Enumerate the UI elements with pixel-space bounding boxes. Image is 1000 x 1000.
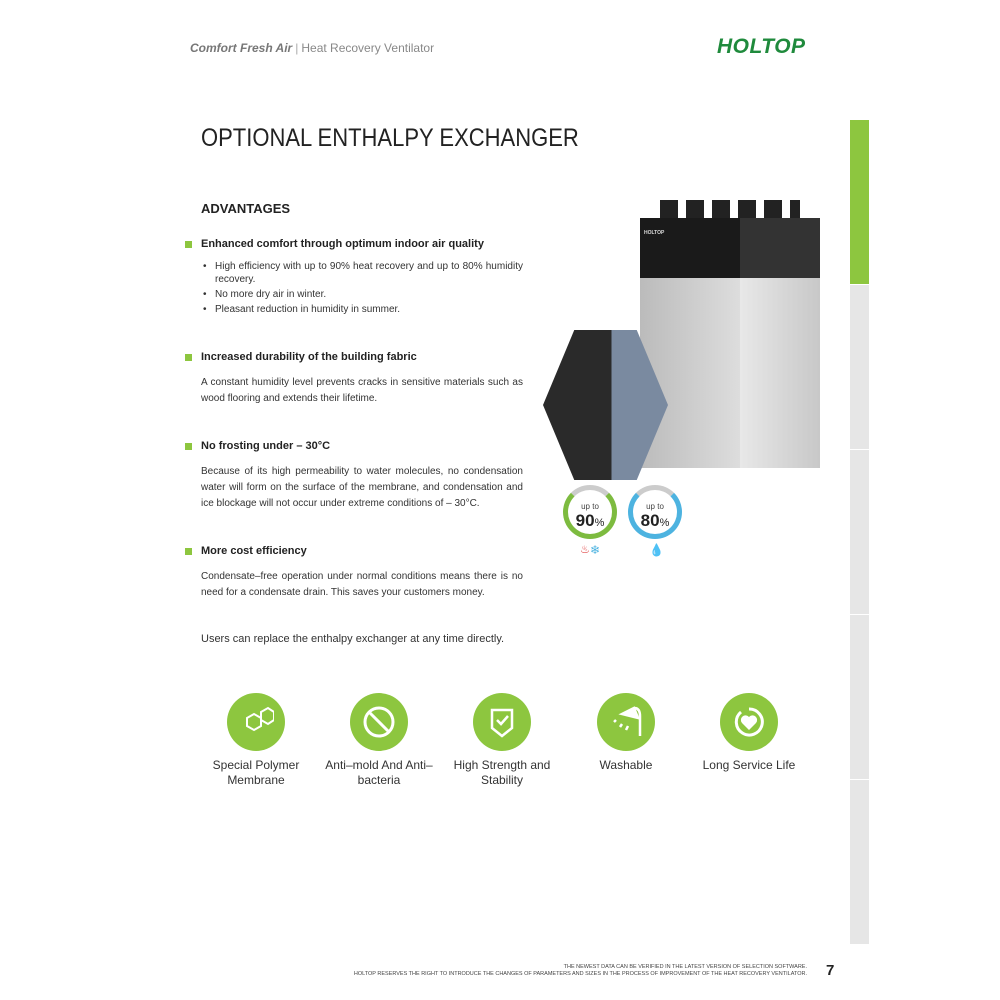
- advantages-heading: ADVANTAGES: [201, 201, 291, 216]
- section-comfort: Enhanced comfort through optimum indoor …: [185, 238, 530, 318]
- side-section-tabs: [850, 120, 869, 945]
- heart-cycle-icon: [720, 693, 778, 751]
- holtop-logo: HOLTOP: [717, 35, 806, 58]
- feature-strength: High Strength and Stability: [442, 693, 562, 788]
- badge-prefix: up to: [646, 502, 664, 511]
- bullet-square-icon: [185, 547, 192, 555]
- shield-check-icon: [473, 693, 531, 751]
- no-bacteria-icon: [350, 693, 408, 751]
- section-heading: Increased durability of the building fab…: [201, 351, 417, 363]
- feature-anti-mold: Anti–mold And Anti–bacteria: [319, 693, 439, 788]
- humidity-recovery-badge: up to 80%: [628, 485, 682, 539]
- section-text: Because of its high permeability to wate…: [201, 466, 523, 509]
- side-tab[interactable]: [850, 780, 869, 945]
- section-heading: Enhanced comfort through optimum indoor …: [201, 238, 484, 250]
- feature-washable: Washable: [566, 693, 686, 773]
- badge-value: 80: [640, 511, 660, 530]
- product-label: HOLTOP: [644, 230, 665, 236]
- side-tab[interactable]: [850, 285, 869, 450]
- flame-icon: ♨: [580, 544, 590, 556]
- feature-label: Anti–mold And Anti–bacteria: [325, 758, 433, 787]
- bullet-square-icon: [185, 240, 192, 248]
- section-text: A constant humidity level prevents crack…: [201, 377, 523, 404]
- page-number: 7: [826, 962, 835, 979]
- list-item: No more dry air in winter.: [201, 288, 523, 301]
- section-heading: No frosting under – 30°C: [201, 440, 331, 452]
- header-brandline: Comfort Fresh Air|Heat Recovery Ventilat…: [190, 41, 435, 55]
- ventilator-image: HOLTOP: [640, 200, 820, 470]
- badge-prefix: up to: [581, 502, 599, 511]
- section-frosting: No frosting under – 30°C Because of its …: [185, 440, 530, 512]
- feature-label: High Strength and Stability: [453, 758, 551, 787]
- footer-line: HOLTOP RESERVES THE RIGHT TO INTRODUCE T…: [353, 971, 807, 977]
- section-cost: More cost efficiency Condensate–free ope…: [185, 545, 530, 601]
- feature-label: Long Service Life: [702, 758, 796, 772]
- shower-icon: [597, 693, 655, 751]
- feature-label: Special Polymer Membrane: [212, 758, 300, 787]
- snowflake-icon: ❄: [590, 543, 601, 557]
- badge-unit: %: [659, 517, 670, 529]
- feature-polymer-membrane: Special Polymer Membrane: [196, 693, 316, 788]
- side-tab[interactable]: [850, 615, 869, 780]
- badge-value: 90: [575, 511, 595, 530]
- side-tab[interactable]: [850, 450, 869, 615]
- list-item: High efficiency with up to 90% heat reco…: [201, 260, 523, 286]
- footer-disclaimer: THE NEWEST DATA CAN BE VERIFIED IN THE L…: [354, 964, 807, 978]
- page-title: OPTIONAL ENTHALPY EXCHANGER: [201, 124, 579, 152]
- header-subtitle: Heat Recovery Ventilator: [301, 41, 435, 55]
- water-drop-icon: 💧: [649, 543, 664, 557]
- bullet-square-icon: [185, 353, 192, 361]
- list-item: Pleasant reduction in humidity in summer…: [201, 303, 523, 316]
- footer-line: THE NEWEST DATA CAN BE VERIFIED IN THE L…: [563, 964, 807, 970]
- feature-service-life: Long Service Life: [689, 693, 809, 773]
- badge-unit: %: [594, 517, 605, 529]
- replace-note: Users can replace the enthalpy exchanger…: [201, 633, 505, 645]
- brand-name: Comfort Fresh Air: [190, 41, 293, 55]
- side-tab-active[interactable]: [850, 120, 869, 285]
- section-heading: More cost efficiency: [201, 545, 307, 557]
- section-text: Condensate–free operation under normal c…: [201, 571, 523, 598]
- molecule-icon: [227, 693, 285, 751]
- feature-label: Washable: [599, 758, 653, 772]
- bullet-square-icon: [185, 442, 192, 450]
- section-durability: Increased durability of the building fab…: [185, 351, 530, 407]
- heat-recovery-badge: up to 90%: [563, 485, 617, 539]
